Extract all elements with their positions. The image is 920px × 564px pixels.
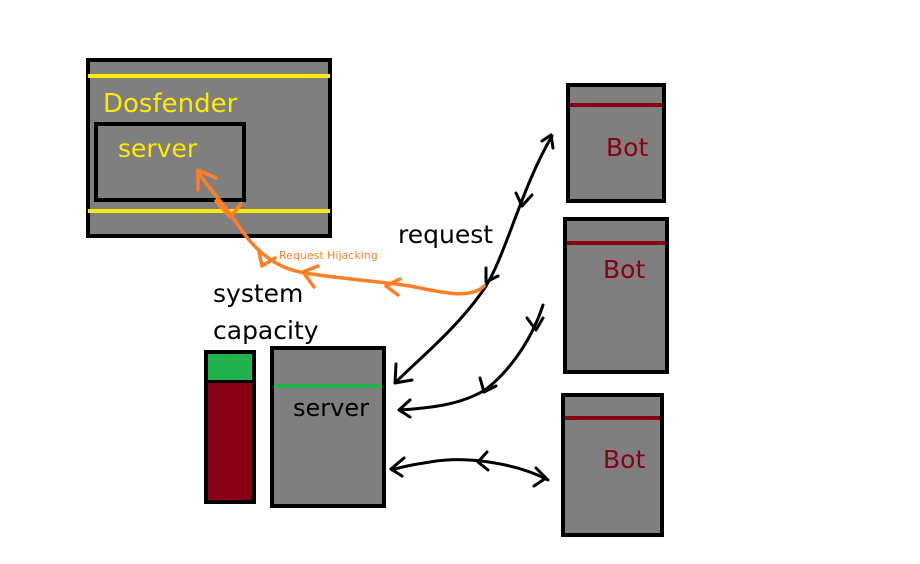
bot-2-status-line (567, 241, 665, 245)
main-server-label: server (293, 394, 369, 422)
main-server-box (270, 346, 386, 508)
bot-3-label: Bot (603, 445, 646, 474)
hijack-arrow-head-c (257, 250, 277, 268)
hijack-arrow-head-b (301, 264, 320, 289)
hijack-arrow (196, 170, 486, 296)
request-arrow-bot2-head-a (525, 316, 545, 332)
dosfender-bottom-line (88, 209, 330, 213)
bot-1-status-line (570, 103, 662, 107)
main-server-status-line (274, 384, 382, 388)
hijack-arrow-head-a (384, 277, 402, 297)
request-arrow-bot1-tail-head (540, 133, 555, 150)
hijack-arrow-end-head (196, 168, 218, 192)
capacity-label-line1: system (213, 279, 304, 308)
dosfender-top-line (88, 74, 330, 78)
hijack-arrow-head-d (214, 199, 243, 219)
request-arrow-bot3-end-head (389, 456, 406, 478)
request-arrow-bot3 (390, 458, 550, 482)
request-arrow-bot1 (394, 134, 554, 384)
request-arrow-bot2-head-b (478, 376, 498, 394)
dosfender-title: Dosfender (103, 89, 238, 119)
bot-2-label: Bot (603, 255, 646, 284)
bot-1-label: Bot (606, 133, 649, 162)
request-arrow-bot3-head-b (476, 450, 490, 472)
request-arrow-bot1-mid-head-a (514, 191, 534, 208)
capacity-gauge (204, 350, 256, 504)
request-label: request (398, 220, 494, 249)
request-hijacking-label: Request Hijacking (279, 249, 378, 262)
capacity-label-line2: capacity (213, 316, 319, 345)
request-arrow-bot1-end-head (393, 362, 414, 385)
request-arrow-bot2-end-head (397, 398, 412, 419)
request-arrow-bot3-head-a (532, 466, 548, 488)
bot-3-status-line (565, 416, 660, 420)
dosfender-inner-server-label: server (118, 134, 198, 163)
request-arrow-bot1-mid-head-b (484, 266, 500, 284)
dosfender-inner-server (94, 122, 246, 202)
capacity-free-segment (208, 354, 252, 383)
